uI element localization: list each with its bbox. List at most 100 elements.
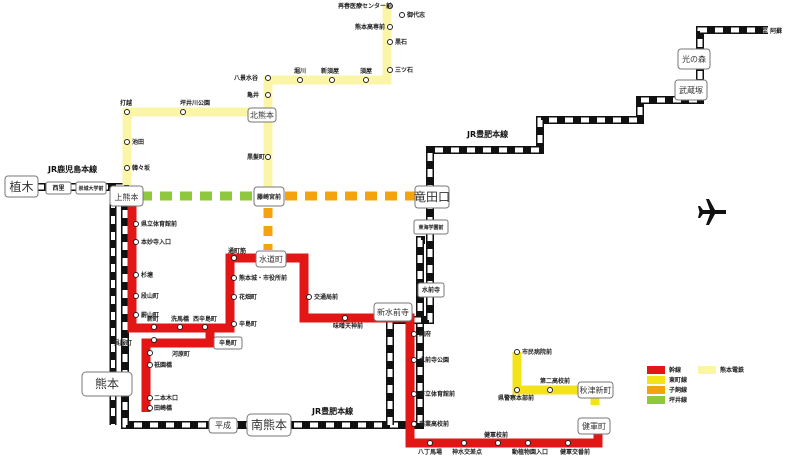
station-label: 市立体育館前 [419,390,455,398]
station-marker[interactable] [363,77,369,83]
station-marker[interactable] [265,75,271,81]
jr-kagoshima-line-casing [20,183,425,429]
station-marker[interactable] [387,67,393,73]
hub-heisei[interactable]: 平成 [208,417,238,434]
station-label: 再春医療センター前 [338,2,392,10]
hub-suidocho-box [255,250,287,268]
station-marker[interactable] [124,109,130,115]
station-marker[interactable] [147,395,153,401]
station-label: 商業高校前 [419,420,449,428]
station-marker[interactable] [514,349,520,355]
station-marker[interactable] [461,440,467,446]
hub-musashigaoka-label: 武蔵塚 [679,85,703,95]
hub-ueki-label: 植木 [9,179,33,194]
hub-musashigaoka[interactable]: 武蔵塚 [674,79,708,101]
station-marker[interactable] [495,440,501,446]
station-marker[interactable] [411,331,417,337]
station-marker[interactable] [514,387,520,393]
station-marker[interactable] [265,154,271,160]
jr-hohi-line [386,26,768,425]
hub-fujisakigu[interactable]: 藤崎宮前 [253,186,285,207]
hub-nishizato[interactable]: 西里 [45,181,72,195]
station-marker[interactable] [387,39,393,45]
station-marker[interactable] [151,324,157,330]
station-marker[interactable] [525,440,531,446]
hub-shinsuizenji[interactable]: 新水前寺 [373,302,413,322]
station-label: 田崎橋 [154,404,173,412]
station-marker[interactable] [124,165,130,171]
station-marker[interactable] [297,77,303,83]
station-marker[interactable] [202,324,208,330]
station-marker[interactable] [133,293,139,299]
hub-kengunmachi[interactable]: 健軍町 [577,417,611,435]
hub-minamikumamoto[interactable]: 南熊本 [246,413,292,437]
hub-akitsu-box [577,381,614,399]
station-marker[interactable] [133,312,139,318]
station-marker[interactable] [177,324,183,330]
station-marker[interactable] [231,321,237,327]
station-marker[interactable] [306,294,312,300]
station-marker[interactable] [427,440,433,446]
hub-kengunmachi-box [577,417,611,435]
station-marker[interactable] [565,440,571,446]
hub-tokaigakuen[interactable]: 東海学園前 [413,219,449,235]
station-label: 黒髪町 [247,153,265,161]
hub-tatsudaguchi[interactable]: 竜田口 [414,185,450,209]
station-marker[interactable] [342,315,348,321]
station-marker[interactable] [399,12,405,18]
station-marker[interactable] [411,421,417,427]
legend-label-3: 子飼線 [669,386,687,394]
hub-kitakumamoto[interactable]: 北熊本 [247,107,277,123]
station-marker[interactable] [231,255,237,261]
hub-kamikumamoto[interactable]: 上熊本 [109,185,144,207]
station-marker[interactable] [547,387,553,393]
station-marker[interactable] [133,272,139,278]
hub-tokaigakuen-box [413,219,449,235]
station-marker[interactable] [231,294,237,300]
hub-heisei-label: 平成 [215,420,231,430]
station-marker[interactable] [329,77,335,83]
station-marker[interactable] [147,350,153,356]
hub-kumamoto[interactable]: 熊本 [81,371,133,397]
station-label: 神水交差点 [452,448,482,456]
legend-swatch-5 [698,366,716,374]
hub-kumamoto-label: 熊本 [95,376,119,391]
hub-ueki[interactable]: 植木 [4,175,39,198]
hub-minamikumamoto-label: 南熊本 [251,417,287,432]
station-marker[interactable] [180,109,186,115]
station-marker[interactable] [411,391,417,397]
station-label: 洗馬橋 [171,315,190,323]
legend-label-5: 熊本電鉄 [720,366,744,374]
station-label: 池田 [132,138,144,146]
hub-sogodaigaku[interactable]: 崇城大学前 [75,181,107,195]
hub-kamikumamoto-box [109,185,144,207]
station-marker[interactable] [147,405,153,411]
station-marker[interactable] [265,92,271,98]
hub-kengunmachi-label: 健軍町 [582,421,606,431]
stations-layer: 県立体育館前 本妙寺入口 杉塘 段山町 蔚山町 新町 洗馬橋 西辛島町 通町筋 … [114,2,590,456]
station-marker[interactable] [231,275,237,281]
hub-hikarinomori[interactable]: 光の森 [677,48,711,70]
station-marker[interactable] [133,221,139,227]
station-marker[interactable] [151,337,157,343]
hub-akitsu[interactable]: 秋津新町 [577,381,614,399]
station-label: 韓々坂 [132,164,151,172]
legend-swatch-4 [647,396,665,404]
station-marker[interactable] [411,357,417,363]
station-marker[interactable] [133,239,139,245]
station-marker[interactable] [387,3,393,9]
hub-karashima[interactable]: 辛島町 [213,336,243,350]
station-label: 打越 [120,99,133,107]
station-label: 動植物園入口 [512,448,548,456]
station-label: 蔚山町 [141,311,159,319]
hub-suizenji[interactable]: 水前寺 [417,282,445,298]
airplane-icon-shape [698,199,726,225]
hub-suidocho[interactable]: 水道町 [255,250,287,268]
station-marker[interactable] [387,24,393,30]
station-marker[interactable] [147,362,153,368]
station-marker[interactable] [124,139,130,145]
jr-kagoshima-line [20,183,425,429]
station-label: 通町筋 [228,247,246,255]
station-label: 市民病院前 [522,348,552,356]
